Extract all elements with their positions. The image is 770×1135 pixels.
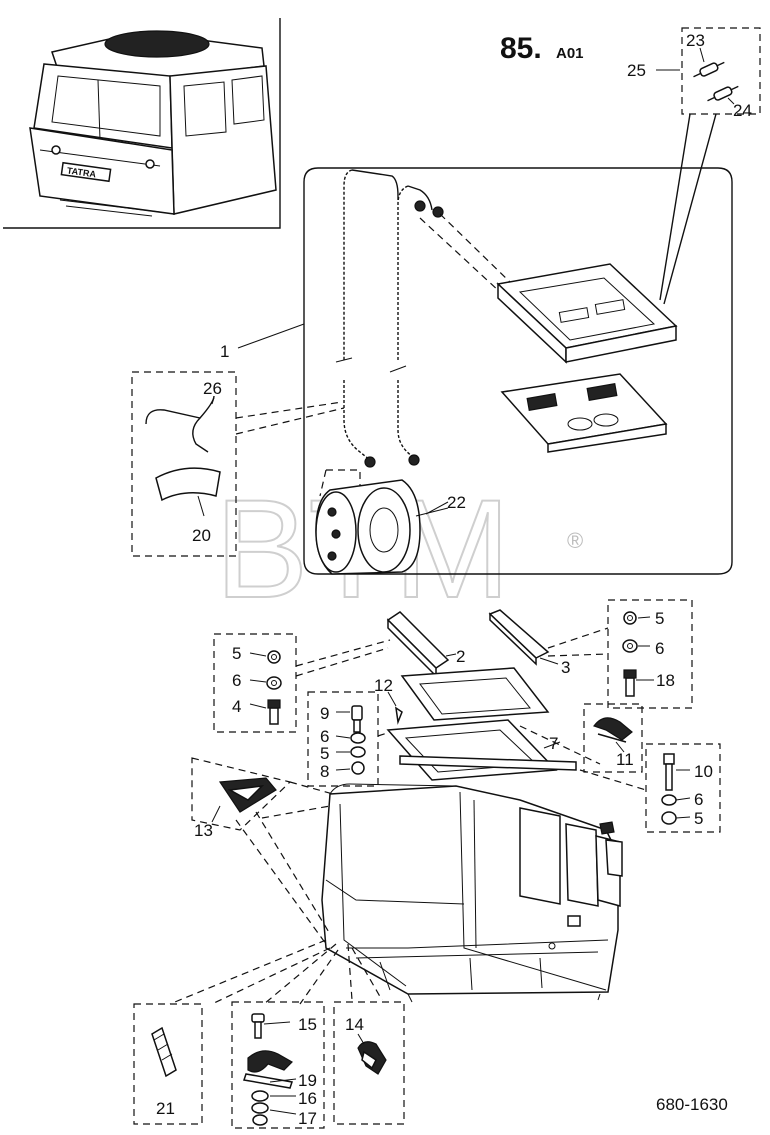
callout-6d: 6	[694, 790, 703, 809]
callout-5a: 5	[232, 644, 241, 663]
cab-overview-inset: TATRA	[3, 18, 281, 229]
callout-18: 18	[656, 671, 675, 690]
callout-4: 4	[232, 697, 241, 716]
callout-22: 22	[447, 493, 466, 512]
callout-5d: 5	[694, 809, 703, 828]
roof-unit	[104, 30, 210, 58]
cab-badge: TATRA	[66, 165, 97, 179]
callout-5c: 5	[320, 744, 329, 763]
callout-14: 14	[345, 1015, 364, 1034]
callout-3: 3	[561, 658, 570, 677]
compressor	[315, 479, 449, 575]
callout-12: 12	[374, 676, 393, 695]
callout-17: 17	[298, 1109, 317, 1128]
roof-frame	[377, 667, 601, 781]
ac-assembly-group	[235, 167, 733, 575]
bracket-3	[488, 609, 559, 666]
fastener-inset-middle	[307, 691, 379, 787]
cab-body	[321, 783, 623, 1003]
resistor-inset	[656, 27, 761, 305]
callout-24: 24	[733, 101, 752, 120]
page-suffix: A01	[556, 45, 584, 62]
callout-15: 15	[298, 1015, 317, 1034]
callout-16: 16	[298, 1089, 317, 1108]
hose-inset	[131, 371, 237, 557]
seal-13	[191, 757, 341, 831]
callout-13: 13	[194, 821, 213, 840]
callout-20: 20	[192, 526, 211, 545]
callout-26: 26	[203, 379, 222, 398]
fastener-inset-left	[213, 633, 297, 733]
callout-23: 23	[686, 31, 705, 50]
callout-21: 21	[156, 1099, 175, 1118]
clip-inset-14	[333, 1001, 405, 1125]
callout-2: 2	[456, 647, 465, 666]
callout-6b: 6	[655, 639, 664, 658]
callout-1: 1	[220, 342, 229, 361]
fastener-inset-right	[607, 599, 693, 709]
callout-8: 8	[320, 762, 329, 781]
fastener-inset-lower-right	[579, 743, 721, 833]
callout-25: 25	[627, 61, 646, 80]
clip-11	[583, 703, 643, 773]
leader-lines	[425, 501, 449, 515]
callout-19: 19	[298, 1071, 317, 1090]
callout-6a: 6	[232, 671, 241, 690]
callout-labels: 1 2 3 4 5 5 5 5 6 6 6 6 7 8 9 10 11 12 1…	[156, 31, 752, 1128]
watermark-registered-mark: ®	[567, 528, 583, 553]
clamp-inset	[231, 1001, 325, 1129]
drawing-code: 680-1630	[656, 1095, 728, 1114]
callout-11: 11	[616, 750, 634, 769]
callout-5b: 5	[655, 609, 664, 628]
page-number: 85.	[500, 32, 542, 65]
callout-6c: 6	[320, 727, 329, 746]
callout-10: 10	[694, 762, 713, 781]
washer-inset-21	[133, 1003, 203, 1125]
callout-7: 7	[549, 734, 558, 753]
callout-9: 9	[320, 704, 329, 723]
